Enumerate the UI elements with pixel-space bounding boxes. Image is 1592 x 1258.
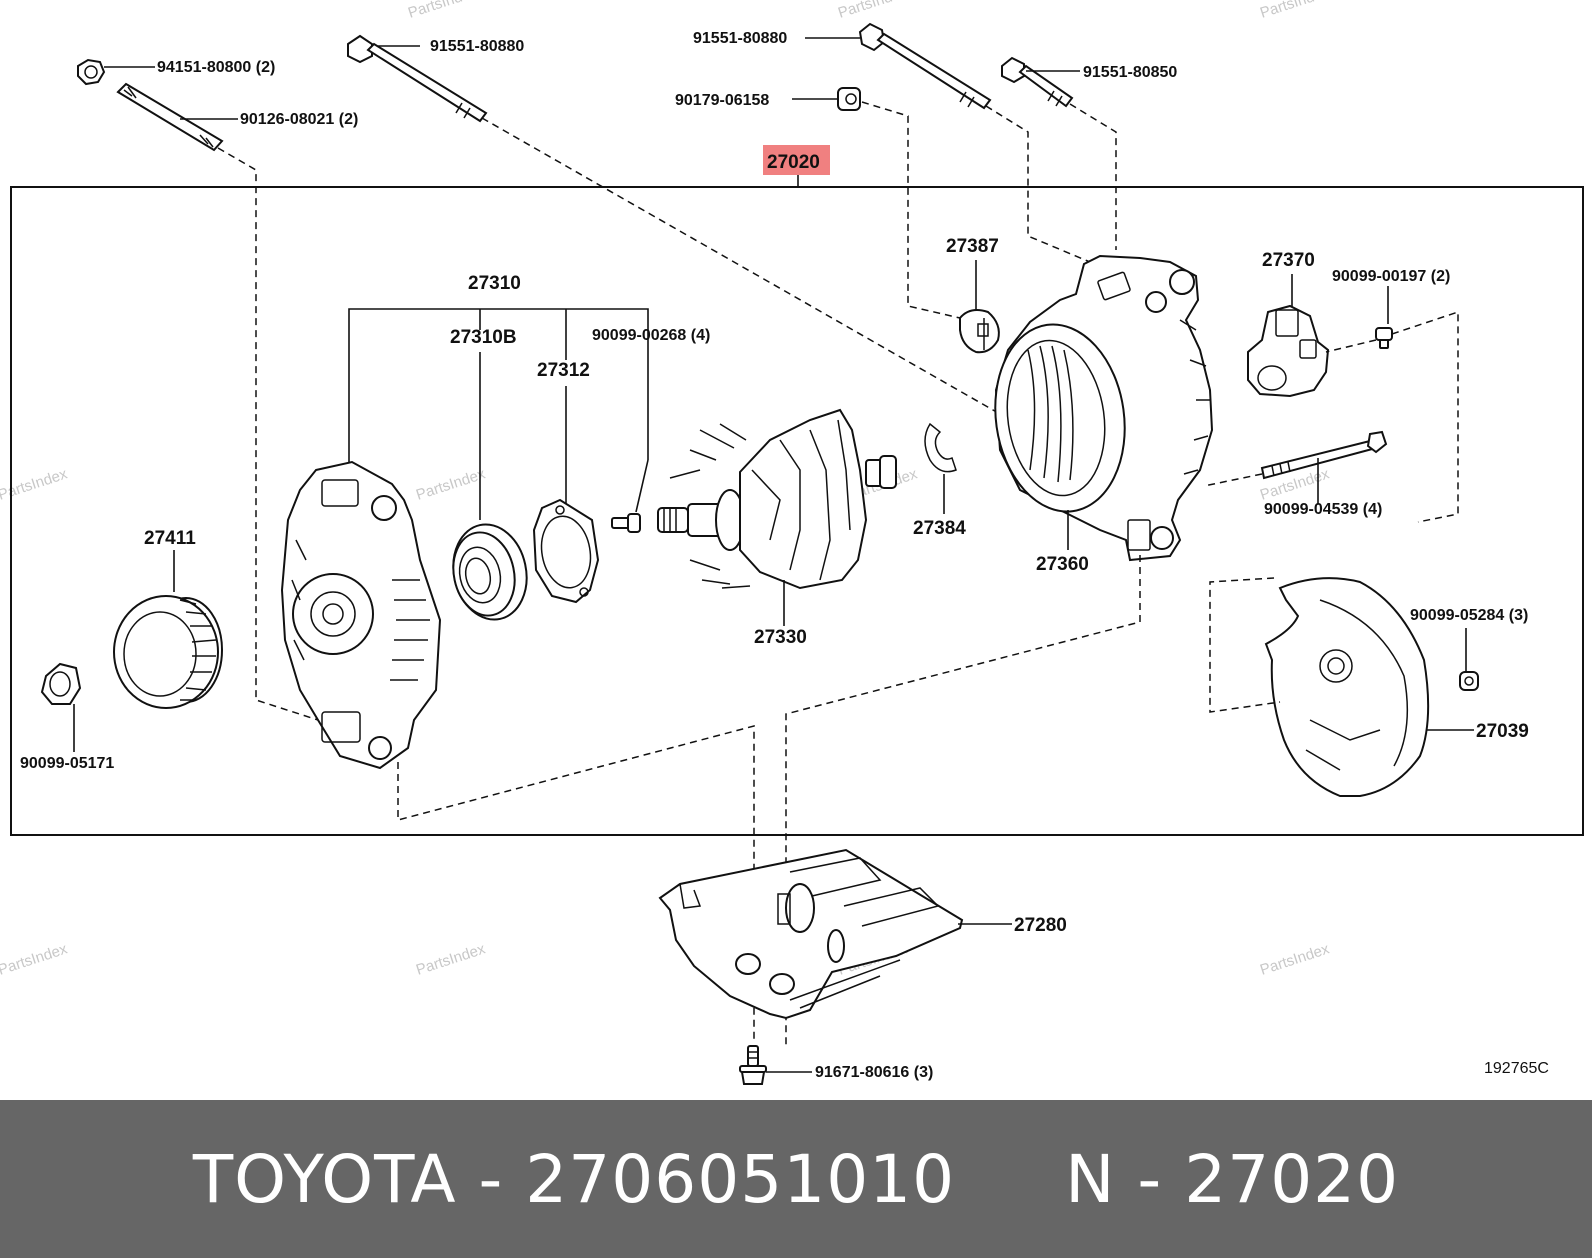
bolt-91671-80616-icon bbox=[739, 1045, 767, 1085]
label-27310[interactable]: 27310 bbox=[468, 273, 521, 294]
label-91551-80850[interactable]: 91551-80850 bbox=[1083, 64, 1177, 81]
retainer-plate-27312-icon bbox=[532, 498, 600, 604]
label-94151-80800[interactable]: 94151-80800 (2) bbox=[157, 59, 275, 76]
screw-90099-00197-icon bbox=[1375, 327, 1393, 349]
rear-cover-27039-icon bbox=[1264, 577, 1430, 797]
cover-plate-27280-icon bbox=[658, 848, 964, 1020]
label-27384[interactable]: 27384 bbox=[913, 518, 966, 539]
label-27411[interactable]: 27411 bbox=[144, 528, 196, 549]
watermark: PartsIndex bbox=[414, 940, 488, 978]
label-27360[interactable]: 27360 bbox=[1036, 554, 1089, 575]
label-90099-05284[interactable]: 90099-05284 (3) bbox=[1410, 607, 1528, 624]
assembly-label[interactable]: 27020 bbox=[767, 152, 820, 173]
nut-90099-05171-icon bbox=[40, 662, 82, 705]
label-91551-80880-left[interactable]: 91551-80880 bbox=[430, 38, 524, 55]
label-90099-00268[interactable]: 90099-00268 (4) bbox=[592, 327, 710, 344]
watermark: PartsIndex bbox=[1258, 0, 1332, 22]
label-90099-05171[interactable]: 90099-05171 bbox=[20, 755, 114, 772]
label-90126-08021[interactable]: 90126-08021 (2) bbox=[240, 111, 358, 128]
bolt-90099-04539-icon bbox=[1260, 430, 1388, 480]
footer-banner: TOYOTA - 2706051010 N - 27020 bbox=[0, 1100, 1592, 1258]
watermark: PartsIndex bbox=[0, 940, 70, 978]
rotor-27330-icon bbox=[657, 408, 897, 590]
pulley-27411-icon bbox=[113, 595, 223, 709]
stud-90126-icon bbox=[116, 82, 224, 152]
label-27280[interactable]: 27280 bbox=[1014, 915, 1067, 936]
part-number-caption: TOYOTA - 2706051010 N - 27020 bbox=[192, 1140, 1400, 1218]
label-91551-80880-right[interactable]: 91551-80880 bbox=[693, 30, 787, 47]
nut-90179-icon bbox=[837, 87, 861, 111]
brush-holder-27370-icon bbox=[1247, 304, 1330, 398]
watermark: PartsIndex bbox=[414, 465, 488, 503]
parts-diagram: PartsIndex PartsIndex PartsIndex PartsIn… bbox=[0, 0, 1584, 1085]
watermark: PartsIndex bbox=[836, 0, 910, 22]
label-27330[interactable]: 27330 bbox=[754, 627, 807, 648]
label-27312[interactable]: 27312 bbox=[537, 360, 590, 381]
nut-94151-icon bbox=[77, 58, 106, 86]
nut-90099-05284-icon bbox=[1459, 671, 1479, 691]
rear-housing-27360-icon bbox=[994, 254, 1214, 562]
label-91671-80616[interactable]: 91671-80616 (3) bbox=[815, 1064, 933, 1081]
assembly-label-highlight bbox=[763, 145, 830, 175]
bolt-91551-80880-left-icon bbox=[347, 34, 488, 123]
clip-27384-icon bbox=[924, 422, 957, 473]
label-90099-04539[interactable]: 90099-04539 (4) bbox=[1264, 501, 1382, 518]
label-90179-06158[interactable]: 90179-06158 bbox=[675, 92, 769, 109]
label-27387[interactable]: 27387 bbox=[946, 236, 999, 257]
drawing-code: 192765C bbox=[1484, 1060, 1549, 1077]
watermark: PartsIndex bbox=[1258, 940, 1332, 978]
assembly-frame bbox=[10, 186, 1584, 836]
bolt-91551-80850-icon bbox=[1001, 56, 1074, 108]
label-90099-00197[interactable]: 90099-00197 (2) bbox=[1332, 268, 1450, 285]
watermark: PartsIndex bbox=[406, 0, 480, 22]
label-27310B[interactable]: 27310B bbox=[450, 327, 517, 348]
label-27039[interactable]: 27039 bbox=[1476, 721, 1529, 742]
bearing-27310B-icon bbox=[452, 523, 528, 621]
label-27370[interactable]: 27370 bbox=[1262, 250, 1315, 271]
cap-27387-icon bbox=[959, 309, 1000, 354]
front-housing-27310-icon bbox=[280, 460, 442, 770]
bolt-91551-80880-right-icon bbox=[858, 22, 992, 110]
screw-90099-00268-icon bbox=[611, 513, 641, 533]
